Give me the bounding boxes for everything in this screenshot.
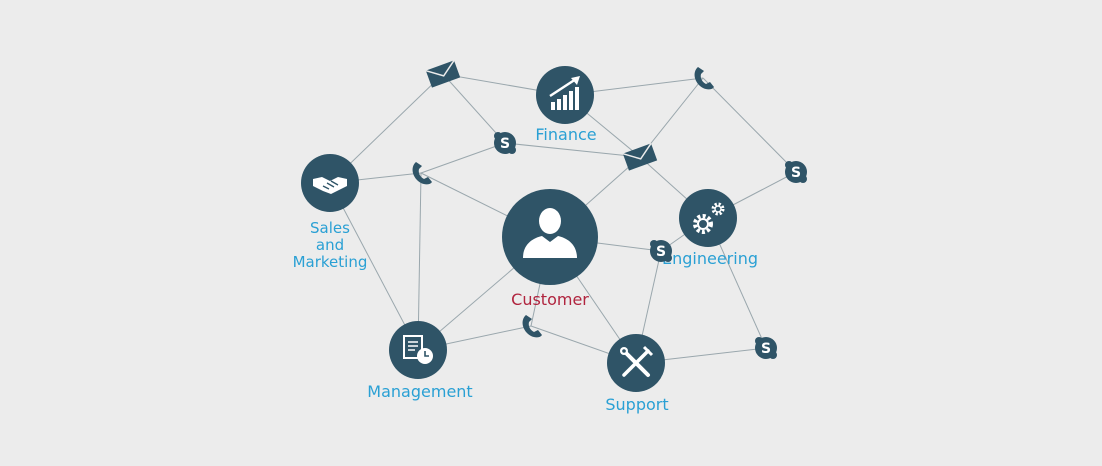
svg-text:S: S bbox=[656, 244, 666, 260]
person-icon bbox=[523, 208, 577, 258]
sales-marketing-node[interactable]: Sales and Marketing bbox=[293, 154, 368, 271]
phone-icon bbox=[412, 162, 432, 185]
wrench-screwdriver-icon bbox=[620, 345, 654, 377]
management-label: Management bbox=[367, 382, 472, 401]
phone-icon bbox=[522, 315, 542, 338]
skype-icon: S bbox=[494, 132, 516, 154]
handshake-icon bbox=[313, 177, 347, 194]
svg-text:S: S bbox=[791, 165, 801, 181]
sales-label-line1: Sales bbox=[310, 219, 350, 237]
growth-chart-icon bbox=[549, 76, 580, 110]
edge bbox=[442, 73, 506, 144]
management-node[interactable]: Management bbox=[367, 321, 473, 401]
document-clock-icon bbox=[403, 335, 433, 364]
support-node[interactable]: Support bbox=[605, 334, 669, 414]
engineering-node[interactable]: Engineering bbox=[662, 189, 758, 268]
svg-text:S: S bbox=[500, 136, 510, 152]
email-icon bbox=[425, 59, 461, 88]
svg-text:S: S bbox=[761, 341, 771, 357]
edge bbox=[329, 182, 419, 351]
sales-label-line3: Marketing bbox=[293, 253, 368, 271]
sales-label-line2: and bbox=[316, 236, 344, 254]
support-label: Support bbox=[605, 395, 668, 414]
skype-icon: S bbox=[785, 161, 807, 183]
customer-label: Customer bbox=[511, 290, 589, 309]
skype-icon: S bbox=[755, 337, 777, 359]
edge bbox=[420, 142, 506, 174]
finance-node[interactable]: Finance bbox=[535, 66, 597, 144]
edge bbox=[504, 142, 641, 158]
email-icon bbox=[622, 142, 658, 171]
customer-node[interactable]: Customer bbox=[502, 189, 598, 309]
gears-icon bbox=[693, 202, 725, 234]
management-node-circle bbox=[389, 321, 447, 379]
edge bbox=[417, 172, 422, 351]
customer-node-circle bbox=[502, 189, 598, 285]
finance-label: Finance bbox=[535, 125, 596, 144]
engineering-label: Engineering bbox=[662, 249, 758, 268]
edge bbox=[702, 77, 797, 173]
skype-icon: S bbox=[650, 240, 672, 262]
phone-icon bbox=[694, 67, 714, 90]
